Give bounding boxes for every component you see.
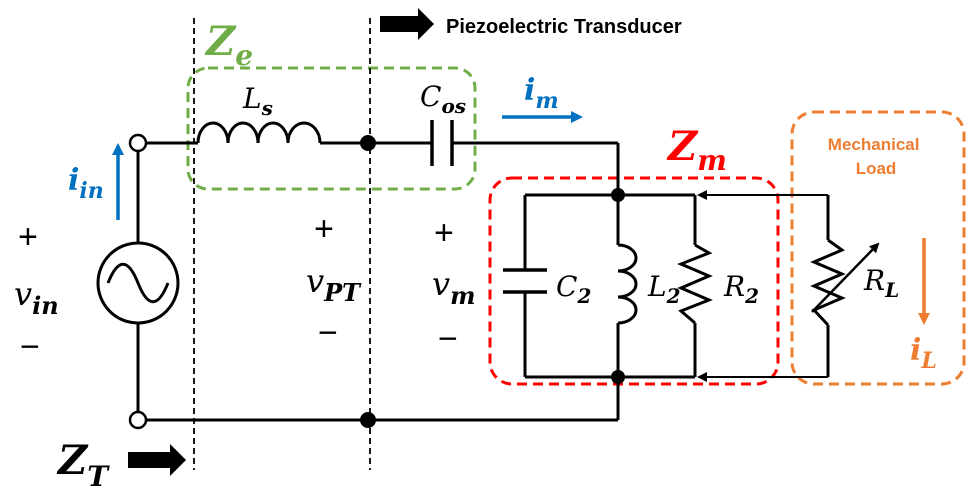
capacitor-c2-icon <box>503 268 547 294</box>
iin-label: iin <box>68 163 104 204</box>
mechanical-load-label: Mechanical Load <box>828 135 924 178</box>
vm-minus: − <box>438 320 458 358</box>
junction-dot-zm-bottom <box>611 370 625 384</box>
junction-dot-ls-cos <box>360 135 376 151</box>
il-label: iL <box>910 333 937 374</box>
zm-boundary-box <box>488 176 780 386</box>
resistor-r2-icon <box>677 243 713 325</box>
input-terminal-bottom <box>128 410 148 430</box>
l2-label: L2 <box>647 270 681 308</box>
inductor-ls-icon <box>196 121 322 144</box>
vpt-plus: + <box>314 210 334 248</box>
c2-label: C2 <box>556 270 591 308</box>
ze-boundary-box <box>186 66 477 191</box>
vin-label: vin <box>14 275 59 320</box>
zt-label: ZT <box>56 437 110 493</box>
variable-resistor-arrow-icon <box>811 242 880 313</box>
piezo-block-arrow-icon <box>380 8 434 40</box>
junction-dot-zm-top <box>611 188 625 202</box>
ls-label: Ls <box>242 82 273 120</box>
vpt-label: vPT <box>306 262 362 307</box>
r2-label: R2 <box>723 270 759 308</box>
ac-source-icon <box>96 241 180 325</box>
vm-label: vm <box>432 265 475 310</box>
resistor-rl-icon <box>810 238 846 327</box>
ze-label: Ze <box>204 18 253 72</box>
zt-block-arrow-icon <box>128 444 186 476</box>
cos-label: Cos <box>420 80 466 118</box>
vin-plus: + <box>18 218 38 256</box>
piezo-transducer-title: Piezoelectric Transducer <box>446 16 682 38</box>
zm-label: Zm <box>666 123 727 177</box>
vpt-minus: − <box>318 314 338 352</box>
capacitor-cos-icon <box>430 120 454 166</box>
vin-minus: − <box>20 328 40 366</box>
vm-plus: + <box>434 214 454 252</box>
mechanical-load-boundary-box <box>790 110 966 386</box>
inductor-l2-icon <box>617 243 638 325</box>
wires <box>136 141 830 422</box>
input-terminal-top <box>128 133 148 153</box>
rl-label: RL <box>863 264 899 302</box>
im-label: im <box>524 73 559 114</box>
junction-dot-bottom-piezo <box>360 412 376 428</box>
